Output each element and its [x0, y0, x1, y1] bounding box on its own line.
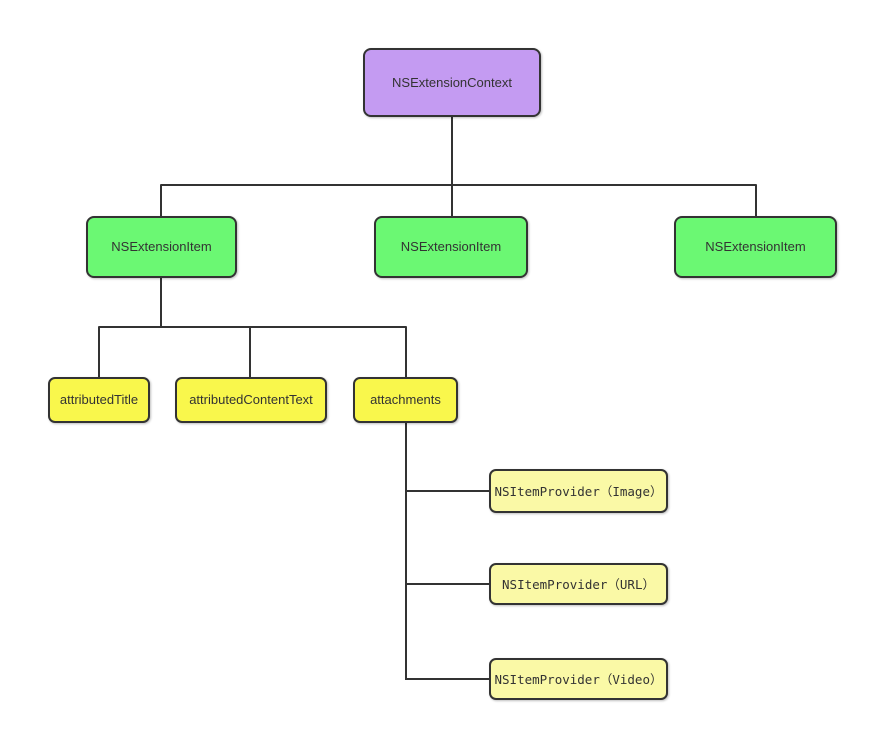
edge-props-bus — [98, 326, 407, 378]
node-nsitemprovider-url: NSItemProvider（URL） — [489, 563, 668, 605]
node-attributedcontenttext: attributedContentText — [175, 377, 327, 423]
node-nsitemprovider-image: NSItemProvider（Image） — [489, 469, 668, 513]
node-nsextensioncontext: NSExtensionContext — [363, 48, 541, 117]
node-nsextensionitem-2: NSExtensionItem — [374, 216, 528, 278]
edge-items-bus — [160, 184, 757, 217]
node-attributedtitle: attributedTitle — [48, 377, 150, 423]
node-nsitemprovider-video: NSItemProvider（Video） — [489, 658, 668, 700]
node-nsextensionitem-1: NSExtensionItem — [86, 216, 237, 278]
node-nsextensionitem-3: NSExtensionItem — [674, 216, 837, 278]
node-attachments: attachments — [353, 377, 458, 423]
